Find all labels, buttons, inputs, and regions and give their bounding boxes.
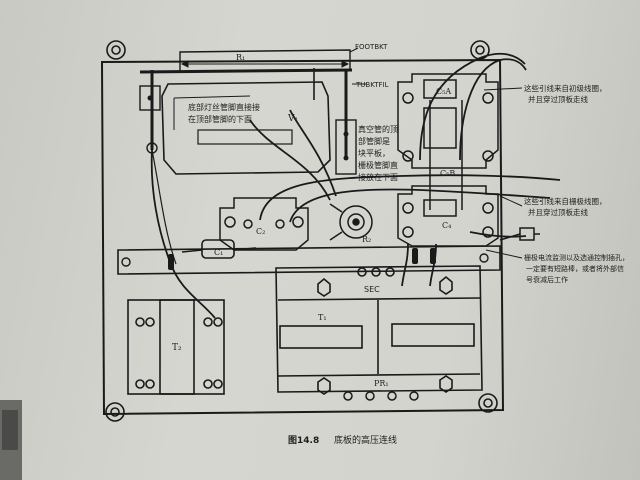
label-v1: V₁ xyxy=(287,114,298,124)
note-lower-right-1: 栅极电流监测以及选通控制插孔， xyxy=(524,253,629,262)
note-tube-5: 接放在下面 xyxy=(358,172,398,182)
note-mid-right-2: 并且穿过顶板走线 xyxy=(528,207,588,217)
corner-mounting-holes xyxy=(105,40,498,422)
label-t2: T₂ xyxy=(172,343,182,353)
note-top-right-1: 这些引线来自初级线圈， xyxy=(524,83,607,93)
capacitor-c2-block xyxy=(219,197,309,251)
label-r1: R₁ xyxy=(236,53,245,62)
terminal-strip xyxy=(117,245,501,275)
figure-caption: 底板的高压连线 xyxy=(334,434,397,446)
note-tube-3: 块平板， xyxy=(358,148,390,158)
label-c1: C₁ xyxy=(214,248,223,257)
label-r2: R₂ xyxy=(362,235,371,244)
note-lower-right-2: 一定要有短路棒，或者将外部信 xyxy=(526,264,624,273)
foot-bracket-leader xyxy=(349,47,359,53)
figure-number: 图14.8 xyxy=(288,435,319,446)
transformer-t2 xyxy=(127,299,225,395)
label-pr1: PR₁ xyxy=(374,379,389,388)
tube-plate xyxy=(197,129,293,145)
filament-callout xyxy=(173,95,251,130)
note-filament-1: 底部灯丝管脚直接接 xyxy=(188,102,260,112)
label-tubktfil: TUBKTFIL xyxy=(355,81,389,89)
note-top-right-2: 并且穿过顶板走线 xyxy=(528,94,588,104)
capacitor-c4-block xyxy=(397,185,499,247)
spine-marks xyxy=(2,410,18,450)
note-tube-2: 部管脚是 xyxy=(358,136,390,146)
monitor-jack xyxy=(499,227,540,241)
potentiometer-r2 xyxy=(329,203,373,241)
label-t1: T₁ xyxy=(318,313,327,322)
filament-wire xyxy=(150,149,216,319)
label-c2: C₂ xyxy=(256,227,265,236)
label-c4: C₄ xyxy=(442,221,451,230)
note-mid-right-1: 这些引线来自栅极线圈， xyxy=(524,196,607,206)
note-lower-right-3: 号衰减后工作 xyxy=(526,275,568,284)
label-footbkt: FOOTBKT xyxy=(355,43,388,51)
interconnect-wires xyxy=(249,52,561,287)
label-c5b: C₅B xyxy=(440,169,455,178)
capacitor-c1 xyxy=(181,239,257,259)
note-tube-4: 栅极管脚直 xyxy=(358,160,398,170)
note-filament-2: 在顶部管脚的下面 xyxy=(188,114,252,124)
label-sec: SEC xyxy=(364,285,380,294)
pr1-terminals xyxy=(343,391,419,401)
chassis-outline xyxy=(100,58,505,416)
note-leaders xyxy=(483,87,523,259)
r1-dimension xyxy=(180,60,350,68)
transformer-t1 xyxy=(275,265,483,395)
label-c5a: C₅A xyxy=(436,87,451,96)
note-tube-1: 真空管的顶 xyxy=(358,124,398,134)
tube-v1-body xyxy=(161,81,331,175)
